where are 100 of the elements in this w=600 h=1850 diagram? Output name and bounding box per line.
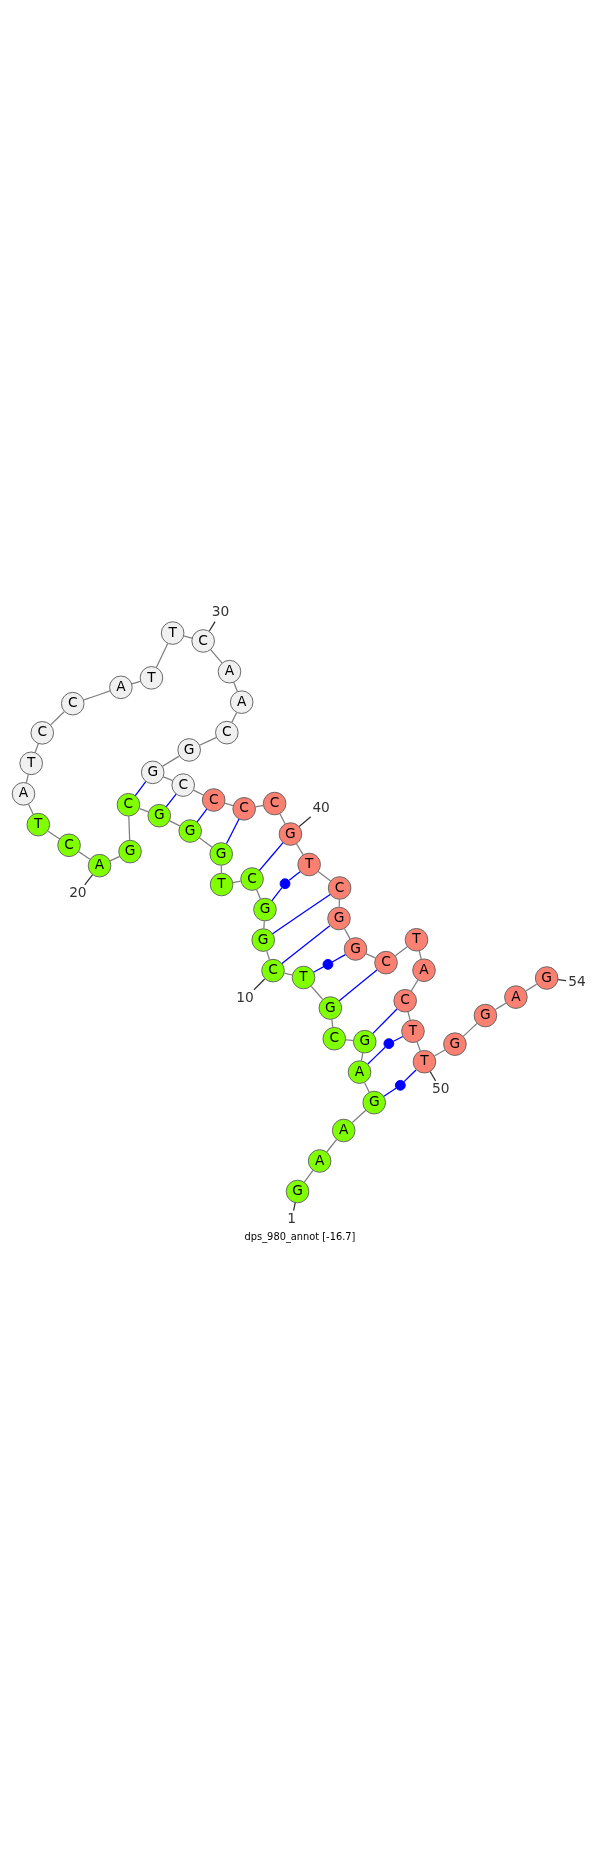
connector [224,802,234,806]
connector [266,950,271,960]
node-circle: A [307,1148,332,1173]
connector [155,642,169,668]
node-circle: T [297,852,321,876]
connector [263,920,265,929]
connector [192,789,204,796]
connector [128,814,131,841]
node-circle: T [412,1049,437,1073]
connector [298,815,312,827]
node-circle: G [285,1179,310,1203]
node-circle: C [393,988,417,1013]
connector [372,1007,398,1034]
connector [331,953,347,963]
node-circle: G [443,1031,467,1056]
node-circle: C [232,796,256,821]
node-circle: C [116,792,141,817]
connector [232,879,242,883]
node-circle: A [11,781,36,806]
node-circle: C [261,958,285,982]
node-circle: C [327,875,352,900]
node-circle: G [473,1003,498,1027]
connector [254,804,265,807]
node-circle: G [327,906,351,930]
connector [295,842,304,855]
node-circle: G [343,936,368,961]
node-circle: G [140,760,165,784]
connector [271,886,283,901]
connector [418,949,422,960]
node-circle: C [191,628,215,653]
connector [433,1048,446,1057]
connector [233,681,239,692]
node-circle: A [331,1118,356,1142]
connector [258,841,284,871]
node-circle: G [362,1090,386,1114]
node-circle: C [57,833,81,857]
connector [198,836,213,848]
connector [429,1070,437,1082]
node-text: 30 [211,602,230,619]
node-circle: A [229,689,254,714]
connector [210,648,223,663]
node-circle: G [253,897,277,921]
connector [407,1010,411,1021]
connector [27,803,34,815]
connector [183,634,193,639]
node-circle: C [374,950,398,974]
connector [367,1046,386,1065]
connector [392,1035,404,1042]
node-circle: A [412,957,436,982]
connector [198,736,218,746]
node-circle: G [251,927,275,952]
node-circle [322,958,334,970]
node-circle: T [404,927,429,952]
node-circle [394,1079,406,1091]
node-circle: G [177,737,201,762]
connector [383,1087,397,1097]
connector [360,1051,364,1061]
connector [317,870,332,882]
connector [131,680,141,685]
connector [331,1018,334,1028]
connector [49,710,65,725]
node-circle: C [215,720,239,744]
connector [326,1138,338,1153]
connector [109,855,121,862]
node-circle: A [109,675,133,699]
connector [196,808,208,823]
node-text: 40 [312,798,330,815]
connector [292,1201,296,1211]
node-circle: T [26,812,51,836]
connector [161,754,180,767]
node-circle: T [291,965,316,989]
connector [253,977,266,990]
connector [303,1169,314,1183]
node-text: 54 [568,972,586,989]
connector [134,780,147,796]
connector [77,850,91,860]
connector [462,1022,478,1037]
connector [84,873,94,885]
connector [363,1081,370,1093]
node-circle: G [318,995,343,1020]
connector [494,1001,507,1010]
node-circle: T [209,872,234,896]
connector [310,985,324,1000]
node-text: 20 [69,883,87,900]
connector [47,830,61,840]
node-circle: G [118,839,142,863]
node-circle: A [217,659,242,683]
node-circle [279,877,291,889]
connector [365,952,376,958]
node-circle: A [504,984,528,1009]
connector [283,972,293,976]
connector [351,1109,367,1123]
node-circle: T [160,620,185,645]
node-circle: G [278,821,303,846]
node-text: 1 [287,1209,297,1226]
node-circle: C [30,720,55,745]
node-circle: T [139,665,164,690]
node-circle: G [209,841,233,866]
connector [25,773,29,783]
connector [338,968,378,1001]
